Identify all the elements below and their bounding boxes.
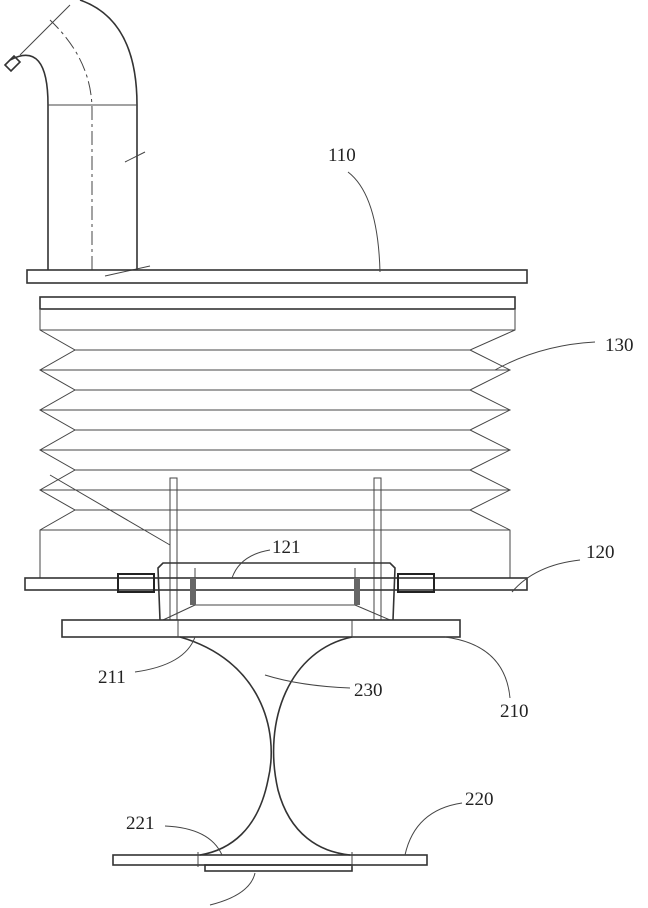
lower-plate-220 xyxy=(112,854,428,866)
fitting-121 xyxy=(117,562,435,621)
rod-right xyxy=(373,477,382,621)
top-plate-110 xyxy=(26,269,528,284)
label-230: 230 xyxy=(354,680,383,701)
bellows-130 xyxy=(38,310,516,578)
label-130: 130 xyxy=(605,335,634,356)
label-120: 120 xyxy=(586,542,615,563)
rod-left xyxy=(169,477,178,621)
connector-230 xyxy=(179,636,353,856)
label-210: 210 xyxy=(500,701,529,722)
label-221: 221 xyxy=(126,813,155,834)
label-211: 211 xyxy=(98,667,126,688)
label-220: 220 xyxy=(465,789,494,810)
label-121: 121 xyxy=(272,537,301,558)
label-110: 110 xyxy=(328,145,356,166)
upper-plate-210 xyxy=(61,619,461,638)
exhaust-pipe xyxy=(3,0,151,277)
leader-lines xyxy=(134,171,596,906)
bottom-flange-120 xyxy=(24,577,528,591)
